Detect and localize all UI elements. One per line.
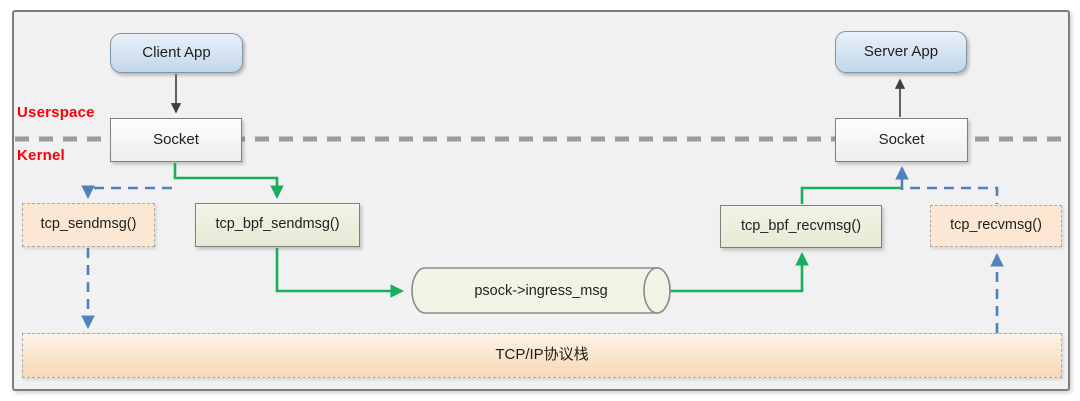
ingress-queue-cylinder <box>411 267 671 314</box>
arrow-socket-to-tcp-sendmsg <box>81 185 172 200</box>
client-app-node: Client App <box>110 33 243 73</box>
ingress-queue-label-wrap: psock->ingress_msg <box>412 268 670 313</box>
diagram-frame <box>12 10 1070 391</box>
tcp-bpf-recvmsg-label: tcp_bpf_recvmsg() <box>740 217 862 234</box>
tcp-bpf-sendmsg-label: tcp_bpf_sendmsg() <box>215 216 340 233</box>
tcp-recvmsg-label: tcp_recvmsg() <box>950 217 1042 234</box>
tcpip-stack-node: TCP/IP协议栈 <box>22 333 1062 378</box>
socket-left-node: Socket <box>110 118 242 162</box>
kernel-label: Kernel <box>17 147 65 164</box>
tcp-sendmsg-node: tcp_sendmsg() <box>22 203 155 247</box>
ingress-queue-label: psock->ingress_msg <box>474 282 608 299</box>
tcp-sendmsg-label: tcp_sendmsg() <box>40 216 137 233</box>
tcp-recvmsg-node: tcp_recvmsg() <box>930 205 1062 247</box>
arrow-tcp-bpf-sendmsg-to-ingress-queue <box>275 248 405 298</box>
arrow-ingress-queue-to-tcp-bpf-recvmsg <box>670 251 809 293</box>
socket-right-node: Socket <box>835 118 968 162</box>
line-socket-to-tcp-recvmsg <box>910 186 999 204</box>
client-app-label: Client App <box>142 43 211 61</box>
line-tcp-bpf-recvmsg-to-socket <box>800 186 901 204</box>
userspace-label: Userspace <box>17 104 95 121</box>
arrow-socket-to-tcp-bpf-sendmsg <box>173 163 284 200</box>
socket-left-label: Socket <box>153 130 199 148</box>
tcp-bpf-sendmsg-node: tcp_bpf_sendmsg() <box>195 203 360 247</box>
socket-right-label: Socket <box>878 130 925 148</box>
tcpip-stack-label: TCP/IP协议栈 <box>495 346 589 364</box>
server-app-label: Server App <box>863 42 939 60</box>
tcp-bpf-recvmsg-node: tcp_bpf_recvmsg() <box>720 205 882 248</box>
server-app-node: Server App <box>835 31 967 73</box>
